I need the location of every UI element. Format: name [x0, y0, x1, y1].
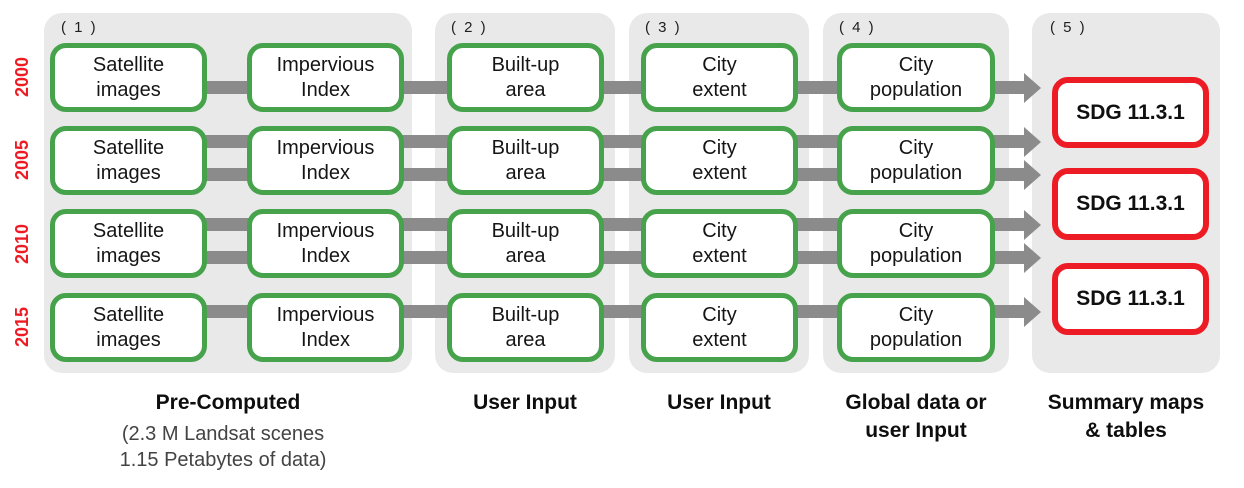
flow-connector	[394, 168, 457, 181]
flow-connector	[197, 251, 257, 264]
flow-connector	[594, 168, 651, 181]
process-box-city-population: City population	[837, 43, 995, 112]
flow-connector	[594, 218, 651, 231]
year-label-2000: 2000	[12, 56, 32, 98]
process-box-satellite-images: Satellite images	[50, 209, 207, 278]
year-label-2015: 2015	[12, 306, 32, 348]
process-box-city-population: City population	[837, 209, 995, 278]
step-number-3: ( 3 )	[645, 19, 682, 36]
flow-connector	[394, 305, 457, 318]
flow-connector	[394, 251, 457, 264]
flow-connector	[985, 81, 1025, 94]
flow-connector	[985, 135, 1025, 148]
flow-connector	[788, 218, 847, 231]
footer-label-precomputed: Pre-Computed	[155, 391, 301, 414]
flow-connector	[197, 305, 257, 318]
process-box-satellite-images: Satellite images	[50, 293, 207, 362]
flow-connector	[788, 251, 847, 264]
process-box-impervious-index: Impervious Index	[247, 126, 404, 195]
flow-connector	[197, 135, 257, 148]
flow-connector	[594, 251, 651, 264]
process-box-satellite-images: Satellite images	[50, 43, 207, 112]
flow-connector	[985, 251, 1025, 264]
flow-connector	[788, 305, 847, 318]
year-label-2010: 2010	[12, 223, 32, 265]
process-box-city-extent: City extent	[641, 209, 798, 278]
flow-connector	[197, 218, 257, 231]
flow-connector	[788, 168, 847, 181]
footer-label-global-data: Global data or user Input	[845, 391, 987, 442]
flow-connector	[788, 81, 847, 94]
flow-arrowhead-icon	[1024, 160, 1041, 190]
footer-label-user-input-2: User Input	[667, 391, 771, 414]
flow-connector	[594, 305, 651, 318]
step-number-5: ( 5 )	[1050, 19, 1087, 36]
process-box-city-population: City population	[837, 126, 995, 195]
process-box-built-up-area: Built-up area	[447, 293, 604, 362]
step-number-4: ( 4 )	[839, 19, 876, 36]
process-box-city-population: City population	[837, 293, 995, 362]
flow-connector	[197, 168, 257, 181]
flow-connector	[788, 135, 847, 148]
process-box-city-extent: City extent	[641, 43, 798, 112]
footer-label-user-input-1: User Input	[473, 391, 577, 414]
output-box-sdg: SDG 11.3.1	[1052, 263, 1209, 335]
process-box-impervious-index: Impervious Index	[247, 293, 404, 362]
process-box-city-extent: City extent	[641, 126, 798, 195]
process-box-impervious-index: Impervious Index	[247, 43, 404, 112]
process-box-satellite-images: Satellite images	[50, 126, 207, 195]
flow-connector	[197, 81, 257, 94]
footer-label-summary: Summary maps & tables	[1047, 391, 1205, 442]
flow-connector	[985, 305, 1025, 318]
flow-connector	[985, 218, 1025, 231]
flow-connector	[394, 135, 457, 148]
process-box-built-up-area: Built-up area	[447, 43, 604, 112]
flow-connector	[394, 218, 457, 231]
output-box-sdg: SDG 11.3.1	[1052, 168, 1209, 240]
flow-connector	[594, 81, 651, 94]
footer-caption-landsat: (2.3 M Landsat scenes 1.15 Petabytes of …	[119, 423, 327, 471]
flow-arrowhead-icon	[1024, 73, 1041, 103]
flow-connector	[985, 168, 1025, 181]
flow-arrowhead-icon	[1024, 127, 1041, 157]
year-label-2005: 2005	[12, 139, 32, 181]
flow-connector	[594, 135, 651, 148]
flow-arrowhead-icon	[1024, 210, 1041, 240]
flow-connector	[394, 81, 457, 94]
process-box-impervious-index: Impervious Index	[247, 209, 404, 278]
process-box-built-up-area: Built-up area	[447, 126, 604, 195]
flow-arrowhead-icon	[1024, 297, 1041, 327]
flow-arrowhead-icon	[1024, 243, 1041, 273]
process-box-city-extent: City extent	[641, 293, 798, 362]
output-box-sdg: SDG 11.3.1	[1052, 77, 1209, 148]
process-box-built-up-area: Built-up area	[447, 209, 604, 278]
step-number-2: ( 2 )	[451, 19, 488, 36]
step-number-1: ( 1 )	[61, 19, 98, 36]
